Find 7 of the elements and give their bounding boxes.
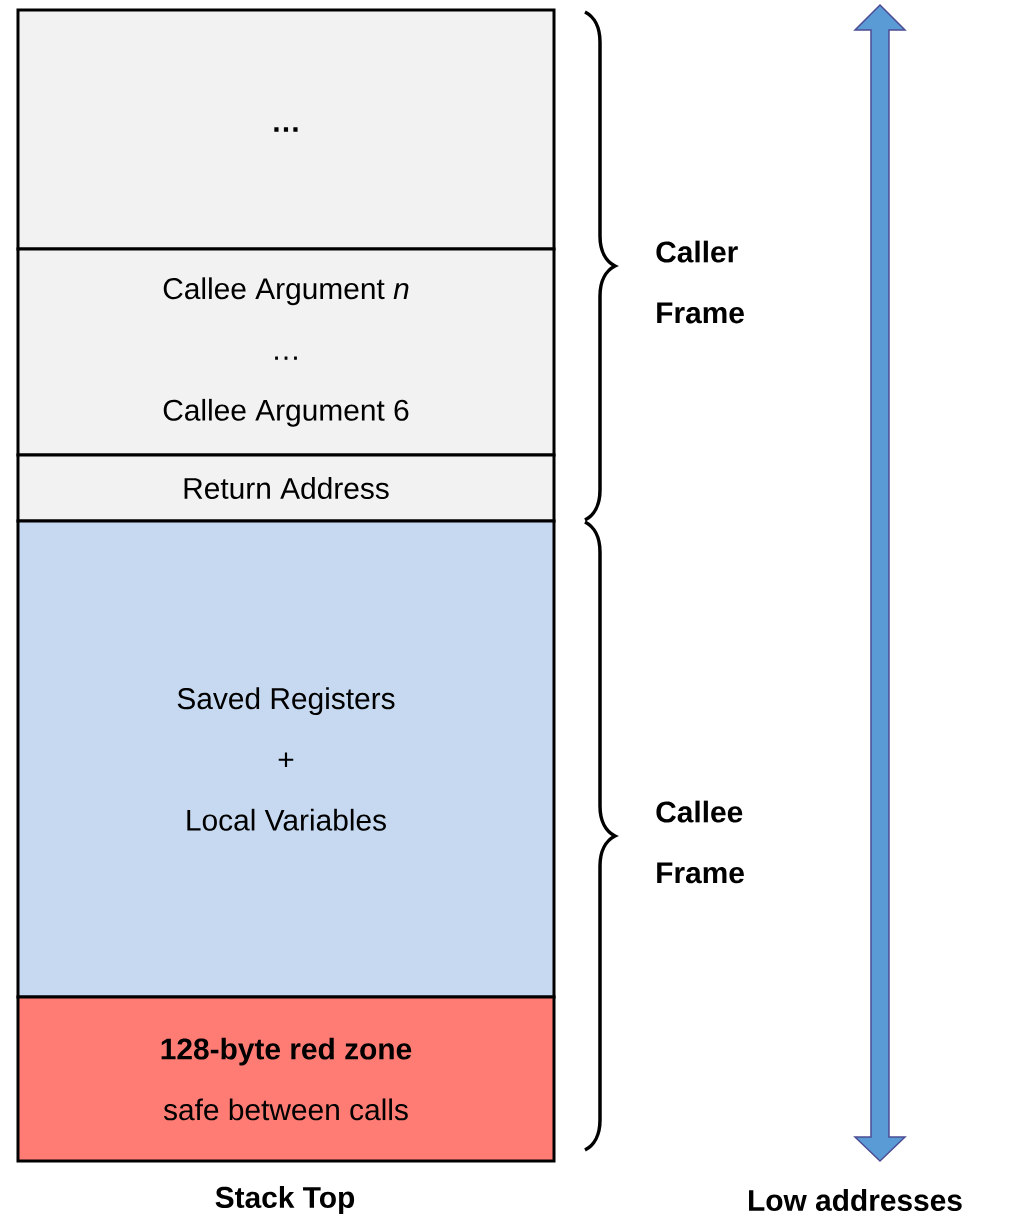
stack-slot: Saved Registers + Local Variables bbox=[16, 519, 556, 999]
frame-label: Caller Frame bbox=[656, 240, 744, 324]
stack-slot: 128-byte red zone safe between calls bbox=[16, 995, 556, 1163]
axis-caption: Low addresses bbox=[749, 1189, 962, 1211]
stack-slot: … bbox=[16, 8, 556, 251]
stack-slot: Return Address bbox=[16, 453, 556, 523]
frame-label: Callee Frame bbox=[656, 800, 744, 884]
